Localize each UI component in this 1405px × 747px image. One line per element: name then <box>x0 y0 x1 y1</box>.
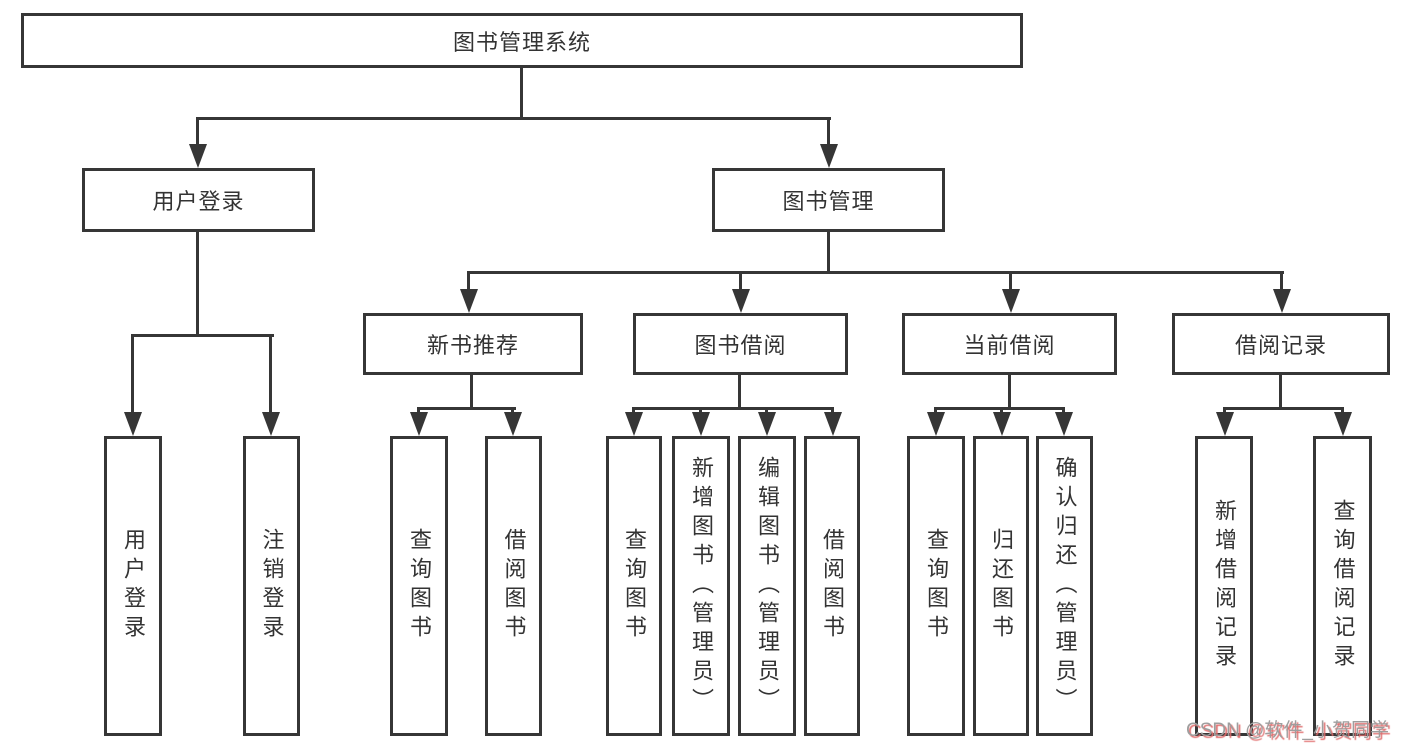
arrow-down-icon <box>189 144 207 168</box>
arrow-down-icon <box>262 412 280 436</box>
leaf-query-books-current: 查询图书 <box>907 436 965 736</box>
arrow-shaft <box>1062 407 1065 415</box>
leaf-query-books-borrow: 查询图书 <box>606 436 662 736</box>
arrow-shaft <box>269 334 272 413</box>
node-book-management-system: 图书管理系统 <box>21 13 1023 68</box>
connector-vline <box>470 375 473 407</box>
watermark: CSDN @软件_小贺同学 <box>1186 720 1389 741</box>
leaf-logout: 注销登录 <box>243 436 300 736</box>
node-label: 借阅图书 <box>820 528 845 644</box>
node-borrow-records: 借阅记录 <box>1172 313 1390 375</box>
arrow-down-icon <box>824 412 842 436</box>
node-current-borrow: 当前借阅 <box>902 313 1117 375</box>
arrow-down-icon <box>410 412 428 436</box>
arrow-shaft <box>1341 407 1344 415</box>
node-label: 新增图书（管理员） <box>689 455 714 717</box>
arrow-shaft <box>1000 407 1003 415</box>
node-label: 图书管理系统 <box>452 29 591 55</box>
leaf-return-books: 归还图书 <box>973 436 1029 736</box>
node-label: 注销登录 <box>259 528 285 644</box>
node-label: 查询图书 <box>924 528 949 644</box>
arrow-shaft <box>1280 271 1283 290</box>
arrow-down-icon <box>758 412 776 436</box>
arrow-down-icon <box>692 412 710 436</box>
leaf-borrow-books: 借阅图书 <box>804 436 860 736</box>
arrow-shaft <box>739 271 742 290</box>
arrow-down-icon <box>124 412 142 436</box>
node-label: 查询图书 <box>407 528 432 644</box>
node-label: 用户登录 <box>152 189 245 214</box>
connector-hline <box>196 117 831 120</box>
node-label: 当前借阅 <box>963 333 1056 358</box>
node-book-borrow: 图书借阅 <box>633 313 848 375</box>
node-label: 新增借阅记录 <box>1212 499 1237 673</box>
arrow-shaft <box>467 271 470 290</box>
connector-hline <box>934 407 1064 410</box>
leaf-add-books-admin: 新增图书（管理员） <box>672 436 730 736</box>
connector-hline <box>417 407 516 410</box>
arrow-down-icon <box>820 144 838 168</box>
arrow-shaft <box>632 407 635 415</box>
connector-hline <box>632 407 834 410</box>
node-label: 借阅图书 <box>501 528 527 644</box>
leaf-add-borrow-record: 新增借阅记录 <box>1195 436 1253 736</box>
arrow-down-icon <box>1216 412 1234 436</box>
arrow-shaft <box>827 117 830 145</box>
leaf-confirm-return-admin: 确认归还（管理员） <box>1036 436 1093 736</box>
arrow-shaft <box>1009 271 1012 290</box>
arrow-down-icon <box>1002 289 1020 313</box>
arrow-shaft <box>131 334 134 413</box>
leaf-borrow-books-recommend: 借阅图书 <box>485 436 542 736</box>
arrow-down-icon <box>1055 412 1073 436</box>
node-label: 确认归还（管理员） <box>1052 455 1078 717</box>
connector-hline <box>131 334 274 337</box>
arrow-down-icon <box>504 412 522 436</box>
arrow-shaft <box>699 407 702 415</box>
leaf-query-borrow-record: 查询借阅记录 <box>1313 436 1372 736</box>
connector-hline <box>467 271 1284 274</box>
node-label: 图书管理 <box>782 189 875 214</box>
arrow-down-icon <box>927 412 945 436</box>
arrow-shaft <box>765 407 768 415</box>
node-label: 借阅记录 <box>1234 333 1327 358</box>
leaf-user-login: 用户登录 <box>104 436 162 736</box>
node-label: 用户登录 <box>121 528 146 644</box>
node-label: 查询借阅记录 <box>1330 499 1356 673</box>
node-label: 新书推荐 <box>426 333 519 358</box>
connector-vline <box>738 375 741 407</box>
node-label: 归还图书 <box>989 528 1014 644</box>
arrow-shaft <box>417 407 420 415</box>
arrow-down-icon <box>625 412 643 436</box>
leaf-query-books-recommend: 查询图书 <box>390 436 448 736</box>
node-user-login: 用户登录 <box>82 168 315 232</box>
connector-hline <box>1223 407 1343 410</box>
arrow-shaft <box>831 407 834 415</box>
connector-vline <box>1008 375 1011 407</box>
connector-vline <box>196 232 199 334</box>
arrow-down-icon <box>993 412 1011 436</box>
node-new-book-recommend: 新书推荐 <box>363 313 583 375</box>
arrow-shaft <box>1223 407 1226 415</box>
arrow-down-icon <box>732 289 750 313</box>
arrow-down-icon <box>1273 289 1291 313</box>
connector-vline <box>827 232 830 271</box>
connector-vline <box>1279 375 1282 407</box>
arrow-shaft <box>934 407 937 415</box>
node-label: 编辑图书（管理员） <box>755 455 780 717</box>
arrow-down-icon <box>460 289 478 313</box>
arrow-shaft <box>196 117 199 145</box>
node-label: 查询图书 <box>622 528 647 644</box>
arrow-shaft <box>511 407 514 415</box>
arrow-down-icon <box>1334 412 1352 436</box>
connector-vline <box>520 68 523 117</box>
node-book-management: 图书管理 <box>712 168 945 232</box>
node-label: 图书借阅 <box>694 333 787 358</box>
leaf-edit-books-admin: 编辑图书（管理员） <box>738 436 796 736</box>
